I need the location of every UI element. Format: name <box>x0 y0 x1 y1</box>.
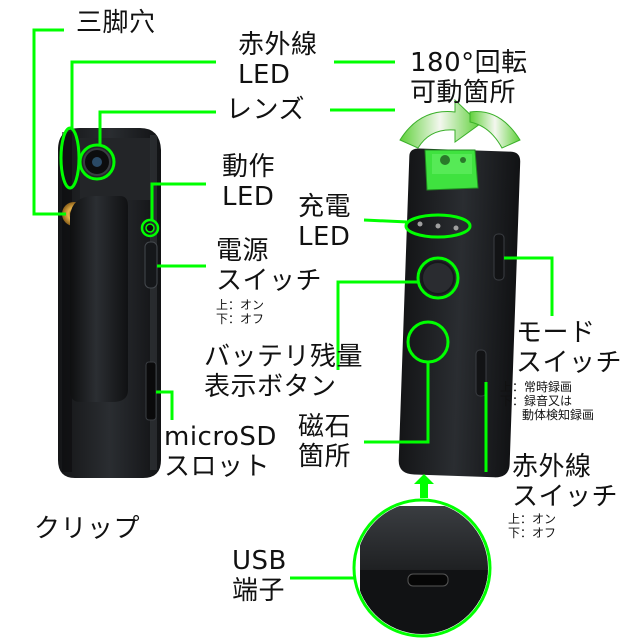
mode-switch-icon <box>493 233 505 281</box>
up-arrow-icon <box>414 474 434 498</box>
microsd-slot-icon <box>145 361 157 421</box>
power-switch-notes: 上：オン 下：オフ <box>216 298 265 326</box>
label-rotation: 180°回転 可動箇所 <box>410 48 528 108</box>
leader-lines <box>32 28 554 580</box>
label-clip: クリップ <box>34 514 141 544</box>
battery-button-icon <box>421 261 455 295</box>
label-status-led: 動作 LED <box>222 152 276 212</box>
status-led-icon <box>145 223 155 233</box>
clip-icon <box>70 196 128 402</box>
curved-double-arrow-icon <box>399 98 521 149</box>
label-magnet: 磁石 箇所 <box>298 412 352 472</box>
label-lens: レンズ <box>226 95 305 125</box>
mode-switch-notes: 上：常時録画 下：録音又は 動体検知録画 <box>500 380 595 422</box>
right-device <box>398 148 521 478</box>
label-tripod-hole: 三脚穴 <box>76 8 156 38</box>
label-mode-switch: モード スイッチ <box>516 318 623 378</box>
label-ir-led: 赤外線 LED <box>238 30 318 90</box>
label-usb-port: USB 端子 <box>232 546 287 606</box>
label-battery-button: バッテリ残量 表示ボタン <box>204 342 364 402</box>
label-charge-led: 充電 LED <box>298 192 352 252</box>
left-device <box>58 128 161 478</box>
ir-switch-icon <box>475 349 487 397</box>
ir-switch-notes: 上：オン 下：オフ <box>508 512 557 540</box>
label-power-switch: 電源 スイッチ <box>216 236 323 296</box>
power-switch-icon <box>144 241 158 289</box>
label-microsd-slot: microSD スロット <box>164 422 277 482</box>
usb-closeup <box>352 498 492 638</box>
usb-port-icon <box>407 573 449 587</box>
label-ir-switch: 赤外線 スイッチ <box>512 452 619 512</box>
